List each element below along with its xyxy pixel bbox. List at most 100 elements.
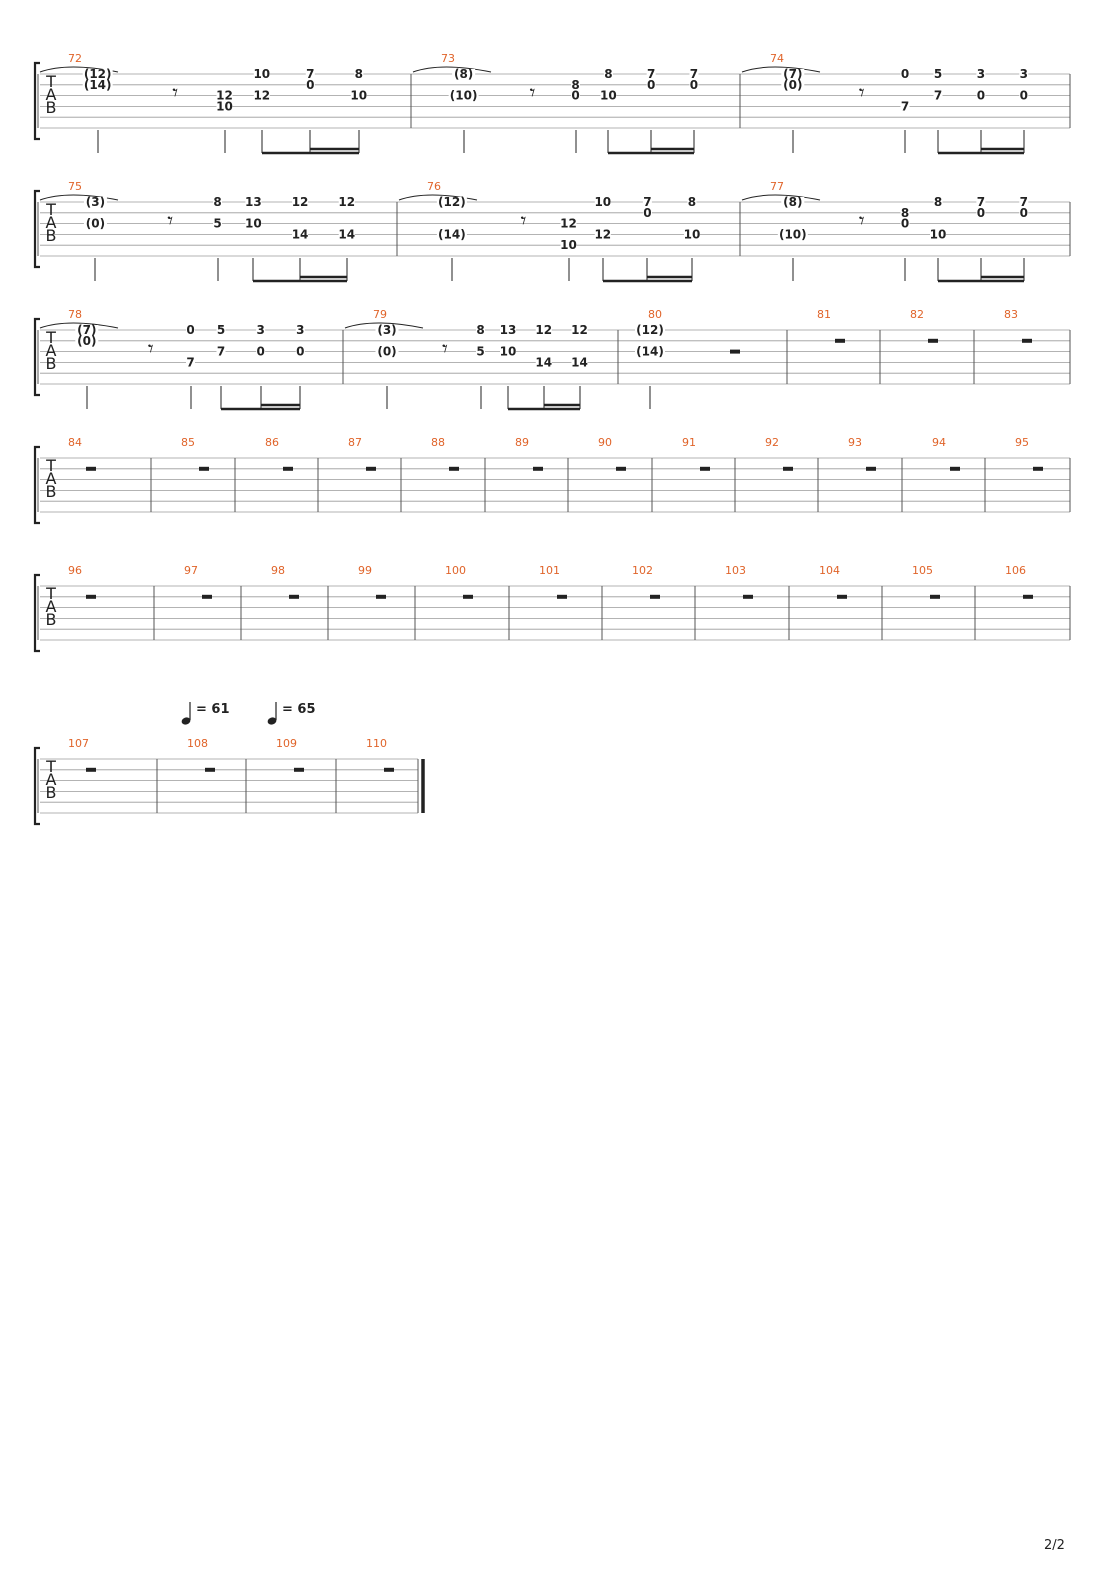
measure-number: 106 — [1005, 564, 1026, 577]
measure-number: 89 — [515, 436, 529, 449]
measure: 86 — [265, 436, 293, 471]
fret-bg — [256, 346, 266, 358]
measure: 84 — [68, 436, 96, 471]
fret-bg — [452, 69, 476, 80]
whole-rest — [837, 594, 847, 599]
measure-number: 88 — [431, 436, 445, 449]
measure: 102 — [632, 564, 660, 599]
fret-bg — [646, 79, 656, 91]
fret-bg — [213, 197, 222, 208]
fret-number: 12 — [292, 195, 309, 209]
measure: 108 — [187, 737, 215, 772]
fret-number: 14 — [571, 355, 588, 369]
fret-number: 0 — [1020, 206, 1028, 220]
tab-clef-letter: B — [46, 98, 57, 117]
fret-bg — [933, 69, 943, 80]
whole-rest — [449, 466, 459, 471]
measure: 91 — [682, 436, 710, 471]
system-bracket — [33, 573, 40, 653]
measure-number: 84 — [68, 436, 82, 449]
whole-rest — [928, 338, 938, 343]
fret-bg — [560, 240, 577, 252]
fret-number: (3) — [86, 195, 105, 209]
fret-number: 12 — [253, 89, 270, 103]
fret-number: 0 — [977, 206, 985, 220]
fret-number: 0 — [901, 67, 909, 81]
fret-number: 10 — [594, 195, 611, 209]
fret-number: 7 — [690, 67, 698, 81]
measure: 104 — [819, 564, 847, 599]
tab-clef-letter: T — [45, 328, 56, 347]
whole-rest — [289, 594, 299, 599]
fret-bg — [305, 79, 315, 91]
measure: 106 — [1005, 564, 1033, 599]
eighth-rest: 𝄾 — [859, 209, 865, 234]
system-bracket — [33, 746, 40, 826]
fret-number: 10 — [560, 238, 577, 252]
measure-number: 85 — [181, 436, 195, 449]
measure-number: 91 — [682, 436, 696, 449]
system-bracket — [33, 445, 40, 525]
measure-number: 98 — [271, 564, 285, 577]
fret-bg — [1019, 69, 1029, 80]
tie — [741, 66, 821, 73]
whole-rest — [283, 466, 293, 471]
whole-rest — [199, 466, 209, 471]
whole-rest — [557, 594, 567, 599]
fret-number: 10 — [253, 67, 270, 81]
fret-number: 0 — [571, 89, 579, 103]
fret-bg — [535, 357, 552, 369]
system-bracket — [33, 189, 40, 269]
fret-number: 8 — [476, 323, 484, 337]
fret-number: 12 — [560, 217, 577, 231]
tie — [344, 322, 424, 329]
measure-number: 99 — [358, 564, 372, 577]
measure: 88 — [431, 436, 459, 471]
whole-rest — [202, 594, 212, 599]
fret-number: 0 — [296, 345, 304, 359]
fret-bg — [930, 229, 946, 241]
fret-number: 3 — [256, 323, 264, 337]
fret-number: (0) — [377, 345, 396, 359]
whole-rest — [533, 466, 543, 471]
fret-number: 0 — [306, 78, 314, 92]
measure-number: 86 — [265, 436, 279, 449]
measure-number: 93 — [848, 436, 862, 449]
tab-clef-letter: B — [46, 354, 57, 373]
fret-bg — [1019, 197, 1029, 208]
eighth-rest: 𝄾 — [172, 81, 178, 106]
fret-number: 3 — [296, 323, 304, 337]
fret-number: 12 — [535, 323, 552, 337]
tab-clef-letter: B — [46, 610, 57, 629]
fret-bg — [295, 325, 305, 336]
measure: 93 — [848, 436, 876, 471]
measure-number: 78 — [68, 308, 82, 321]
eighth-rest: 𝄾 — [148, 337, 154, 362]
fret-bg — [900, 69, 910, 80]
fret-bg — [900, 101, 910, 113]
fret-number: 7 — [643, 195, 651, 209]
measure: 82 — [910, 308, 938, 343]
fret-number: 14 — [338, 227, 355, 241]
fret-number: 0 — [647, 78, 655, 92]
measure-number: 103 — [725, 564, 746, 577]
fret-bg — [216, 346, 226, 358]
fret-bg — [594, 229, 611, 241]
measure-number: 81 — [817, 308, 831, 321]
fret-bg — [689, 79, 699, 91]
fret-bg — [295, 346, 305, 358]
fret-number: 0 — [643, 206, 651, 220]
fret-number: 8 — [355, 67, 363, 81]
measure-number: 102 — [632, 564, 653, 577]
measure-number: 83 — [1004, 308, 1018, 321]
measure-number: 92 — [765, 436, 779, 449]
whole-rest — [616, 466, 626, 471]
fret-number: (14) — [636, 345, 664, 359]
measure-number: 109 — [276, 737, 297, 750]
